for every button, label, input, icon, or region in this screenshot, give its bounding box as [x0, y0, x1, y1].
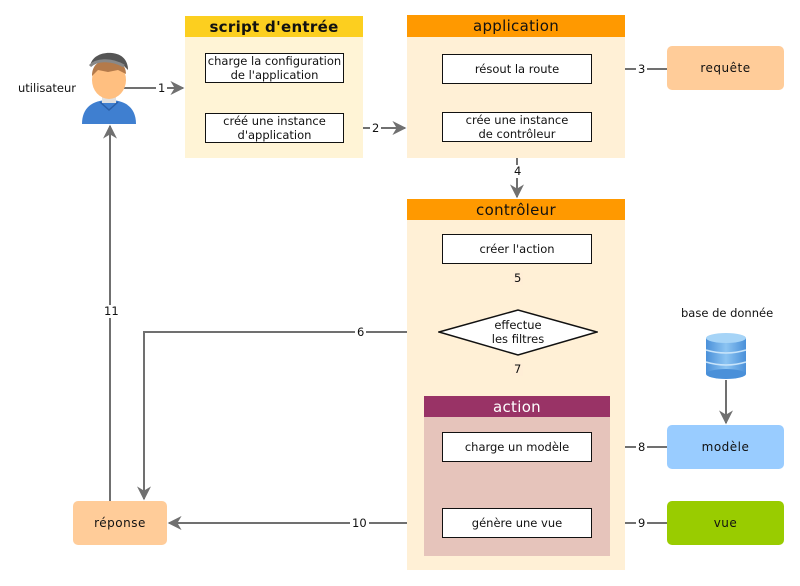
filters-decision[interactable] [438, 309, 598, 357]
edge-label-5: 5 [512, 271, 524, 285]
edge-label-9: 9 [636, 516, 648, 530]
edge-label-1: 1 [156, 81, 168, 95]
database-label: base de donnée [681, 306, 774, 320]
step-create-app-instance[interactable]: créé une instance d'application [205, 113, 344, 143]
controller-title: contrôleur [407, 199, 625, 220]
step-load-model[interactable]: charge un modèle [442, 432, 592, 462]
user-avatar-icon[interactable] [78, 50, 140, 124]
filters-decision-label: effectue les filtres [491, 318, 545, 346]
view-node[interactable]: vue [667, 501, 784, 545]
edge-label-2: 2 [370, 121, 382, 135]
model-node[interactable]: modèle [667, 425, 784, 469]
edge-label-7: 7 [512, 362, 524, 376]
edge-label-8: 8 [636, 440, 648, 454]
edge-label-6: 6 [355, 325, 367, 339]
edge-label-11: 11 [102, 304, 121, 318]
request-node[interactable]: requête [667, 46, 784, 90]
step-create-action[interactable]: créer l'action [442, 234, 592, 264]
entry-script-title: script d'entrée [185, 16, 363, 37]
edge-label-10: 10 [350, 516, 369, 530]
edge-6 [137, 331, 439, 501]
step-load-config[interactable]: charge la configuration de l'application [205, 53, 344, 83]
response-node[interactable]: réponse [73, 501, 167, 545]
edge-label-4: 4 [512, 164, 524, 178]
action-title: action [424, 396, 610, 417]
application-title: application [407, 15, 625, 37]
edge-label-3: 3 [636, 62, 648, 76]
step-resolve-route[interactable]: résout la route [442, 54, 592, 84]
user-label: utilisateur [18, 81, 77, 95]
database-icon[interactable] [705, 332, 747, 380]
step-create-controller[interactable]: crée une instance de contrôleur [442, 112, 592, 142]
step-render-view[interactable]: génère une vue [442, 508, 592, 538]
